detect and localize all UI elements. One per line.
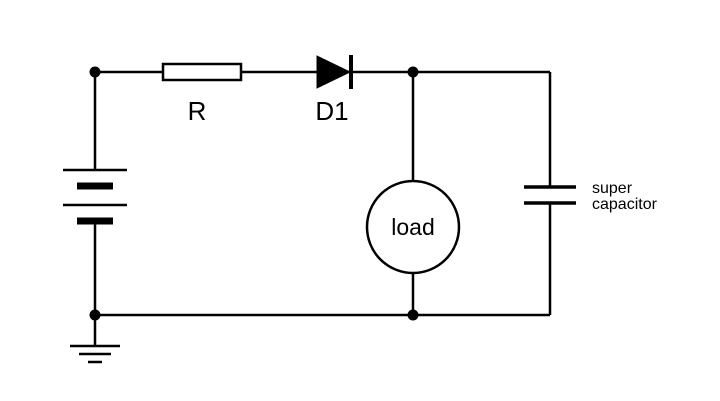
capacitor-symbol (524, 185, 576, 205)
diode-triangle (316, 55, 352, 89)
diode-label: D1 (315, 96, 348, 126)
capacitor-label-line2: capacitor (592, 196, 658, 213)
load-label: load (391, 214, 434, 240)
load-circle (365, 179, 461, 275)
resistor-body (161, 62, 243, 82)
load-symbol: load (365, 179, 461, 275)
battery-symbol (63, 168, 127, 225)
node-top-left (89, 66, 101, 78)
ground-symbol (70, 315, 120, 364)
diode-symbol (316, 55, 353, 89)
capacitor-label-line1: super (592, 180, 633, 197)
node-top-middle (407, 66, 419, 78)
node-bottom-middle (407, 309, 419, 321)
resistor-symbol (161, 62, 243, 82)
resistor-label: R (188, 96, 207, 126)
